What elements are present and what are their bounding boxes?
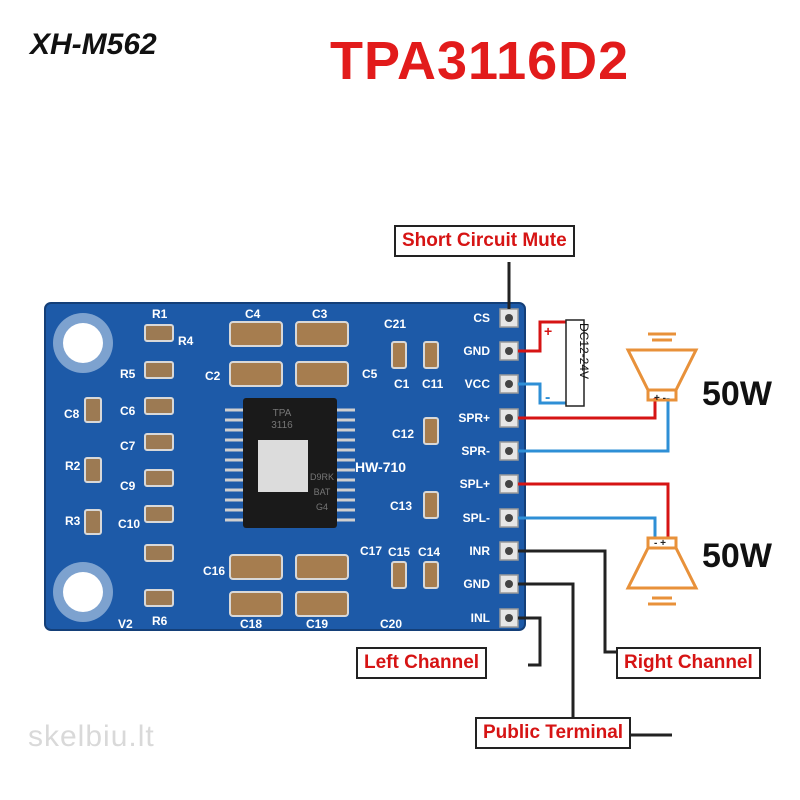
label-c7: C7 xyxy=(120,439,136,453)
inl-wire xyxy=(518,616,542,667)
label-c21: C21 xyxy=(384,317,406,331)
label-c20: C20 xyxy=(380,617,402,631)
label-v2: V2 xyxy=(118,617,133,631)
pin-label-spr-minus: SPR- xyxy=(461,444,490,458)
left-components xyxy=(84,324,174,607)
label-c19: C19 xyxy=(306,617,328,631)
label-r2: R2 xyxy=(65,459,81,473)
speaker-upper-watt: 50W xyxy=(702,375,772,413)
label-r4: R4 xyxy=(178,334,194,348)
pin-label-vcc: VCC xyxy=(465,377,491,391)
power-plus-wire xyxy=(518,320,568,353)
ic-mark-2: 3116 xyxy=(271,420,293,431)
spl-minus-wire xyxy=(518,516,657,538)
label-c8: C8 xyxy=(64,407,80,421)
label-c1: C1 xyxy=(394,377,410,391)
label-c15: C15 xyxy=(388,545,410,559)
speaker-lower-watt: 50W xyxy=(702,537,772,575)
spr-plus-wire xyxy=(518,398,657,420)
speaker-icon-lower xyxy=(625,536,699,606)
pin-label-spl-plus: SPL+ xyxy=(460,477,490,491)
ic-chip: TPA 3116 D9RK BAT G4 xyxy=(225,398,355,528)
power-plus-sign: + xyxy=(544,323,552,339)
ic-mark-5: G4 xyxy=(316,502,328,512)
label-r5: R5 xyxy=(120,367,136,381)
label-r3: R3 xyxy=(65,514,81,528)
label-c4: C4 xyxy=(245,307,261,321)
label-c13: C13 xyxy=(390,499,412,513)
chip-title: TPA3116D2 xyxy=(330,31,630,91)
power-label: DC12-24V xyxy=(577,323,591,379)
mounting-hole-top xyxy=(53,313,113,373)
ic-mark-4: BAT xyxy=(314,487,331,497)
power-label-box xyxy=(565,319,585,407)
label-r1: R1 xyxy=(152,307,168,321)
label-c9: C9 xyxy=(120,479,136,493)
speaker-icon-upper xyxy=(625,332,699,402)
label-c2: C2 xyxy=(205,369,221,383)
label-c6: C6 xyxy=(120,404,136,418)
pin-label-spl-minus: SPL- xyxy=(463,511,490,525)
public-terminal-callout: Public Terminal xyxy=(475,717,632,749)
label-c11: C11 xyxy=(422,377,444,391)
pin-label-gnd1: GND xyxy=(463,344,490,358)
inr-wire xyxy=(518,549,618,654)
ic-mark-1: TPA xyxy=(273,408,292,419)
power-minus-wire xyxy=(518,382,568,405)
pin-label-inl: INL xyxy=(471,611,490,625)
spl-plus-wire xyxy=(518,482,670,538)
left-channel-callout: Left Channel xyxy=(356,647,488,679)
ic-mark-3: D9RK xyxy=(310,472,334,482)
label-c14: C14 xyxy=(418,545,440,559)
pin-label-cs: CS xyxy=(473,311,490,325)
watermark: skelbiu.lt xyxy=(28,720,155,753)
label-c12: C12 xyxy=(392,427,414,441)
right-channel-callout: Right Channel xyxy=(616,647,761,679)
label-c18: C18 xyxy=(240,617,262,631)
pin-label-spr-plus: SPR+ xyxy=(458,411,490,425)
model-name: XH-M562 xyxy=(30,28,157,61)
speaker-lower-polarity: - + xyxy=(654,538,666,549)
board-label: HW-710 xyxy=(355,459,406,475)
label-c3: C3 xyxy=(312,307,328,321)
mounting-hole-bottom xyxy=(53,562,113,622)
mute-callout: Short Circuit Mute xyxy=(394,225,575,257)
power-minus-sign: - xyxy=(545,389,550,406)
label-c5: C5 xyxy=(362,367,378,381)
label-c17: C17 xyxy=(360,544,382,558)
top-capacitors xyxy=(229,321,439,617)
pin-label-inr: INR xyxy=(469,544,490,558)
pin-label-gnd2: GND xyxy=(463,577,490,591)
speaker-upper-polarity: + - xyxy=(654,393,666,404)
label-c10: C10 xyxy=(118,517,140,531)
spr-minus-wire xyxy=(518,398,670,453)
label-r6: R6 xyxy=(152,614,168,628)
label-c16: C16 xyxy=(203,564,225,578)
